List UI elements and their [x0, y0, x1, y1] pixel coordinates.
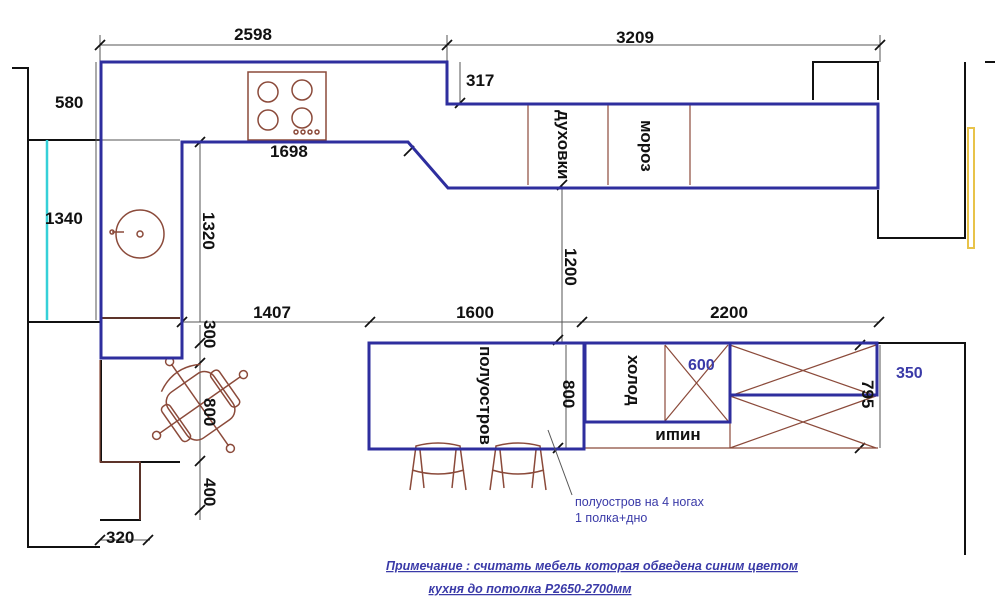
dim-3209: 3209 — [616, 28, 654, 47]
dim-317: 317 — [466, 71, 494, 90]
dim-580: 580 — [55, 93, 83, 112]
dim-1698: 1698 — [270, 142, 308, 161]
label-peninsula: полуостров — [476, 346, 495, 445]
note-remark: Примечание : считать мебель которая обве… — [386, 559, 798, 573]
dim-2598: 2598 — [234, 25, 272, 44]
sink-icon — [109, 209, 165, 259]
dim-1320: 1320 — [199, 212, 218, 250]
label-ovens: духовки — [554, 110, 573, 180]
leader-line — [547, 429, 573, 496]
chair-icon — [151, 356, 249, 454]
dim-island-800: 800 — [559, 380, 578, 408]
note-height: кухня до потолка Р2650-2700мм — [429, 582, 632, 596]
bar-stool-icon — [489, 442, 547, 491]
note-peninsula-legs: полуостров на 4 ногах — [575, 495, 705, 509]
note-peninsula-shelf: 1 полка+дно — [575, 511, 647, 525]
dim-1200: 1200 — [561, 248, 580, 286]
label-niches: ниши — [655, 427, 700, 446]
dim-1407: 1407 — [253, 303, 291, 322]
dim-800: 800 — [200, 398, 219, 426]
blue-furniture-outlines — [99, 60, 880, 451]
door-icon — [967, 127, 975, 249]
dim-1340: 1340 — [45, 209, 83, 228]
label-fridge: холод — [624, 355, 643, 406]
dim-350: 350 — [896, 365, 923, 382]
dim-2200: 2200 — [710, 303, 748, 322]
dim-320: 320 — [106, 528, 134, 547]
cooktop-icon — [247, 71, 327, 141]
dimension-lines — [95, 35, 881, 541]
dim-300: 300 — [200, 320, 219, 348]
dim-795: 795 — [858, 380, 877, 408]
cabinet-lines — [100, 104, 878, 449]
dimension-ticks — [94, 39, 886, 546]
dim-1600: 1600 — [456, 303, 494, 322]
dim-400: 400 — [200, 478, 219, 506]
dim-600: 600 — [688, 357, 715, 374]
bar-stool-icon — [409, 442, 467, 491]
corner-cabinet — [99, 360, 141, 520]
label-freezer: мороз — [637, 120, 656, 172]
